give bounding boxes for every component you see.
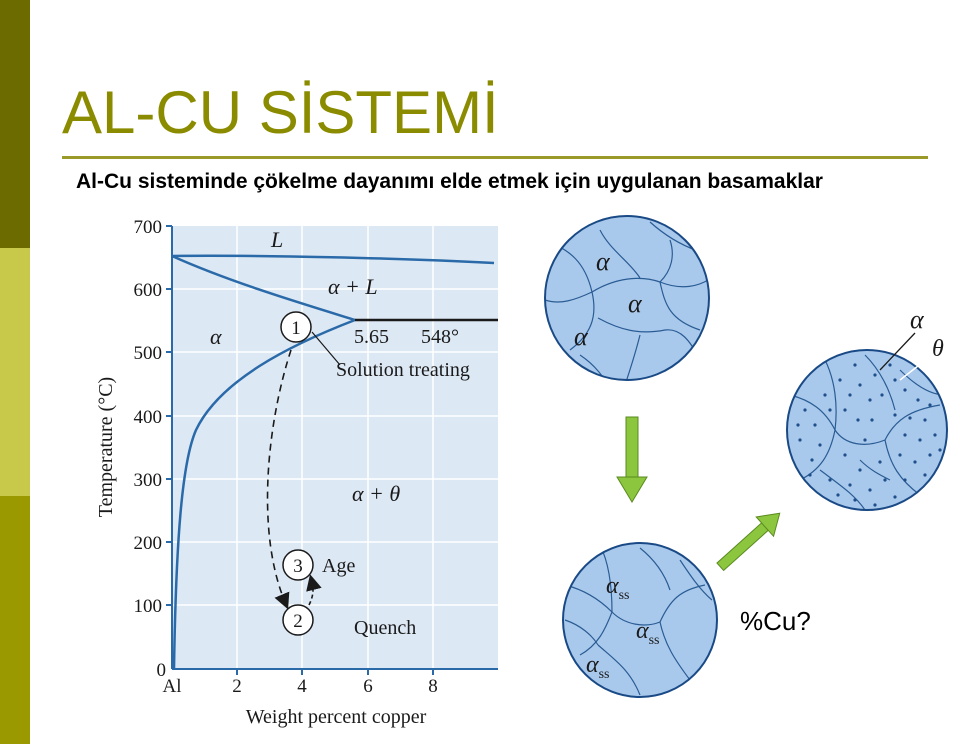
region-label-alpha-liquid: α + L: [328, 274, 378, 299]
x-tick-label: 8: [428, 676, 438, 697]
step-1-marker: [280, 311, 312, 343]
y-tick-label: 100: [134, 596, 163, 617]
aging-path: [306, 574, 322, 606]
quench-path: [266, 349, 292, 610]
y-tick-label: 500: [134, 343, 163, 364]
theta-pointer-line: [899, 354, 933, 381]
solution-treating-leader: [311, 331, 341, 366]
plot-area: [172, 226, 498, 669]
green-down-arrow: [616, 416, 648, 503]
x-tick-label: 4: [297, 676, 307, 697]
step-2-marker: [282, 604, 314, 636]
microstructure-quenched: αss αss αss: [562, 542, 718, 698]
grain-label-alpha: α: [596, 247, 611, 276]
green-diagonal-arrow: [716, 512, 781, 572]
y-tick-label: 600: [134, 280, 163, 301]
title-divider: [62, 156, 928, 159]
x-tick-marks: [236, 669, 434, 675]
side-decor-bar: [0, 0, 30, 744]
y-tick-label: 700: [134, 217, 163, 238]
y-tick-label: 200: [134, 533, 163, 554]
y-tick-label: 0: [157, 660, 167, 681]
x-axis-label: Weight percent copper: [246, 706, 427, 728]
grid-lines: [172, 226, 498, 669]
x-tick-label: Al: [163, 676, 182, 697]
side-bar-mid-segment: [0, 496, 30, 744]
side-bar-dark-segment: [0, 0, 30, 248]
step-3-marker: [282, 549, 314, 581]
aged-alpha-label: α: [910, 305, 925, 334]
step-3-number: 3: [293, 556, 303, 577]
alpha-pointer-line: [879, 332, 916, 371]
theta-precipitates: [796, 363, 942, 507]
region-label-alpha-theta: α + θ: [352, 481, 400, 506]
phase-diagram: 700 600 500 400 300 200 100 0 Al 2 4 6 8…: [95, 217, 498, 728]
region-label-liquid: L: [270, 227, 283, 252]
slide-subtitle: Al-Cu sisteminde çökelme dayanımı elde e…: [76, 170, 823, 193]
x-tick-label: 2: [232, 676, 242, 697]
step-1-label: Solution treating: [336, 359, 470, 381]
eutectic-temperature-label: 548°: [421, 326, 459, 348]
microstructure-solution-treated: α α α: [544, 215, 710, 381]
y-tick-marks: [166, 225, 172, 606]
region-label-alpha: α: [210, 324, 222, 349]
cu-question-label: %Cu?: [740, 606, 811, 636]
liquidus-to-eutectic-curve: [171, 254, 356, 322]
x-tick-label: 6: [363, 676, 373, 697]
liquidus-curve: [171, 254, 495, 265]
step-2-label: Quench: [354, 617, 416, 639]
aged-theta-label: θ: [932, 336, 944, 362]
step-1-number: 1: [291, 318, 301, 339]
y-tick-label: 400: [134, 407, 163, 428]
grain-label-alpha: α: [628, 289, 643, 318]
side-bar-light-segment: [0, 248, 30, 496]
microstructure-aged: α θ: [786, 305, 948, 511]
y-axis-label: Temperature (°C): [95, 377, 117, 517]
grain-label-alpha: α: [574, 322, 589, 351]
solvus-curve: [172, 318, 356, 670]
slide-title: AL-CU SİSTEMİ: [62, 79, 499, 146]
eutectic-composition-label: 5.65: [354, 326, 389, 348]
step-3-label: Age: [322, 555, 355, 577]
step-2-number: 2: [293, 611, 303, 632]
y-tick-label: 300: [134, 470, 163, 491]
